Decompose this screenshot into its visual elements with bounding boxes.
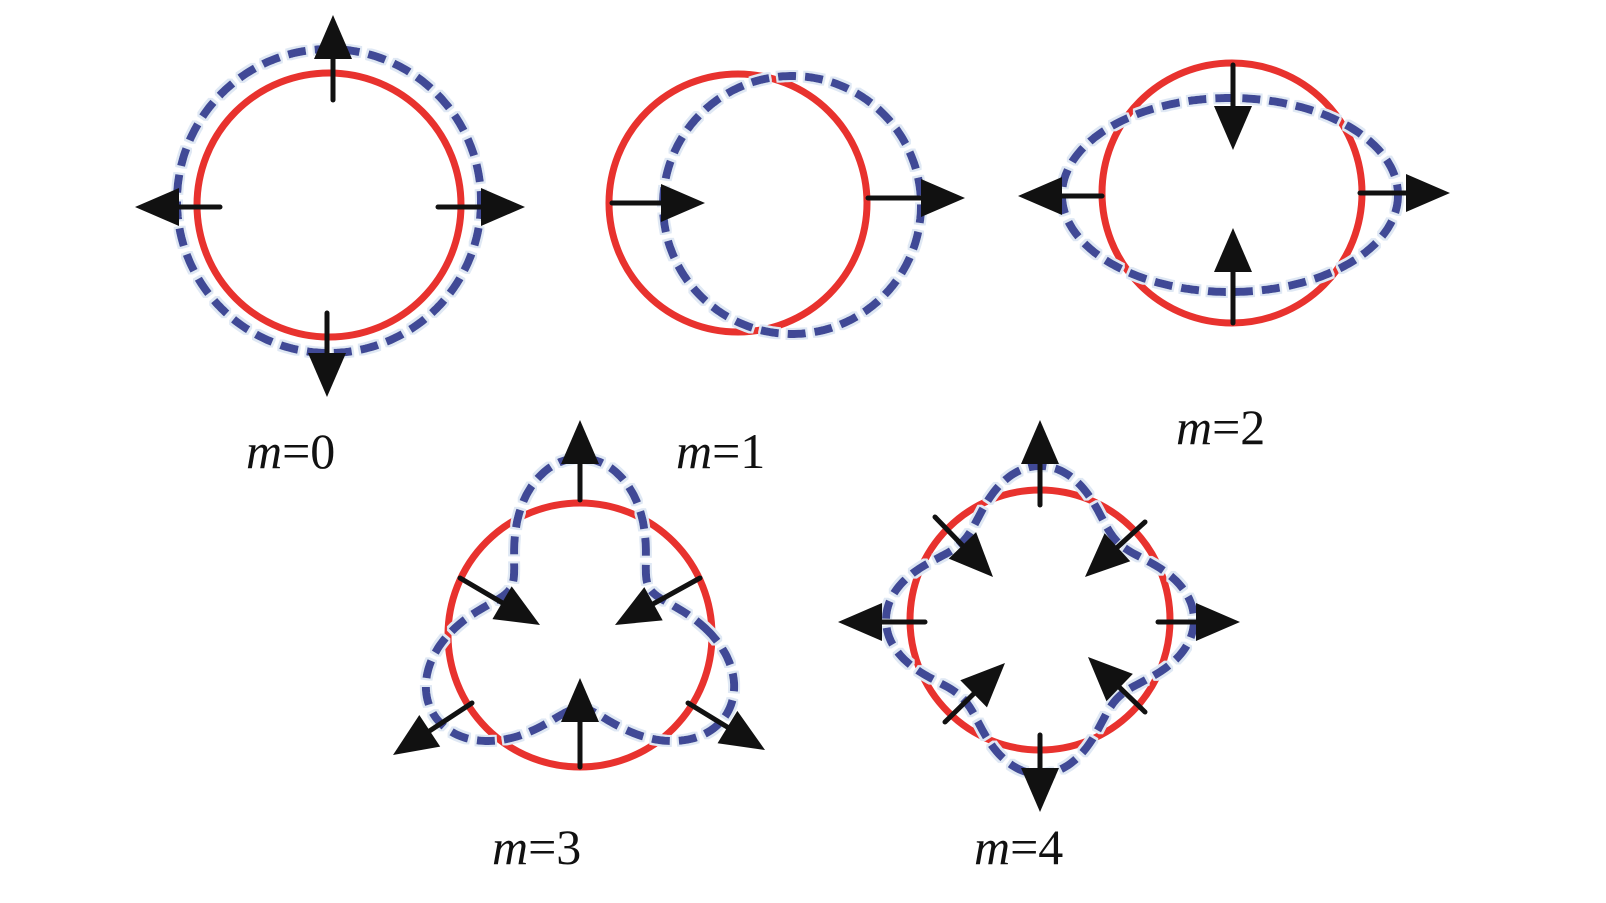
displacement-arrow (615, 575, 703, 625)
displacement-arrow (865, 179, 965, 217)
displacement-arrow (457, 575, 540, 625)
label-m0: m=0 (246, 423, 335, 479)
arrow-head (1018, 177, 1062, 215)
arrow-head (561, 678, 599, 722)
displacement-arrow (1085, 519, 1148, 577)
panel-m1 (605, 70, 965, 338)
displacement-arrow (561, 678, 599, 770)
perturbed-shape-dashed (173, 45, 485, 357)
displacement-arrow (1021, 732, 1059, 812)
arrow-head (615, 587, 663, 625)
displacement-arrow (314, 15, 352, 103)
displacement-arrow (609, 184, 705, 222)
perturbed-shape-dashed (421, 453, 739, 745)
displacement-arrow (1357, 174, 1450, 212)
displacement-arrow (1214, 228, 1252, 326)
label-m3: m=3 (492, 819, 581, 875)
arrow-head (1085, 533, 1131, 577)
arrow-shaft (457, 575, 505, 606)
arrow-head (561, 420, 599, 464)
arrow-shaft (651, 575, 703, 607)
perturbed-shape-dashed (881, 461, 1199, 779)
displacement-arrow (135, 188, 223, 226)
arrow-shaft (427, 700, 475, 734)
displacement-arrow (1088, 657, 1148, 715)
arrow-head (492, 586, 540, 625)
panel-m4 (838, 420, 1240, 812)
arrow-head (1214, 228, 1252, 272)
arrow-head (135, 188, 179, 226)
panel-m3 (393, 420, 765, 771)
label-m2: m=2 (1176, 399, 1265, 455)
displacement-arrow (838, 603, 928, 641)
displacement-arrow (393, 700, 475, 755)
arrow-head (838, 603, 882, 641)
arrow-head (1214, 106, 1252, 150)
arrow-head (1406, 174, 1450, 212)
arrow-shaft (685, 700, 730, 730)
arrow-head (960, 663, 1005, 708)
arrow-head (921, 179, 965, 217)
displacement-arrow (1214, 62, 1252, 150)
original-circle (605, 70, 871, 336)
displacement-arrow (1155, 603, 1240, 641)
arrow-head (717, 710, 765, 750)
original-circle (193, 69, 465, 341)
arrow-shaft (1114, 519, 1148, 550)
label-m4: m=4 (974, 819, 1063, 875)
panel-m0 (135, 15, 525, 397)
arrow-head (1196, 603, 1240, 641)
arrow-head (661, 184, 705, 222)
arrow-shaft (932, 514, 965, 548)
arrow-shaft (1117, 685, 1148, 715)
label-m1: m=1 (676, 423, 765, 479)
arrow-head (1088, 657, 1133, 702)
arrow-head (948, 532, 993, 577)
displacement-arrow (685, 700, 765, 750)
arrow-head (393, 714, 441, 755)
perturbed-shape-dashed (1057, 94, 1403, 296)
perturbed-shape-dashed (659, 72, 925, 338)
displacement-arrow (932, 514, 993, 577)
arrow-head (1021, 420, 1059, 464)
arrow-head (308, 353, 346, 397)
displacement-arrow (942, 663, 1005, 725)
arrow-head (481, 188, 525, 226)
displacement-arrow (1018, 177, 1105, 215)
panel-m2 (1018, 59, 1450, 327)
arrow-head (1021, 768, 1059, 812)
arrow-head (314, 15, 352, 59)
displacement-arrow (1021, 420, 1059, 508)
displacement-arrow (561, 420, 599, 503)
arrow-shaft (942, 691, 977, 725)
displacement-arrow (435, 188, 525, 226)
displacement-arrow (308, 310, 346, 397)
